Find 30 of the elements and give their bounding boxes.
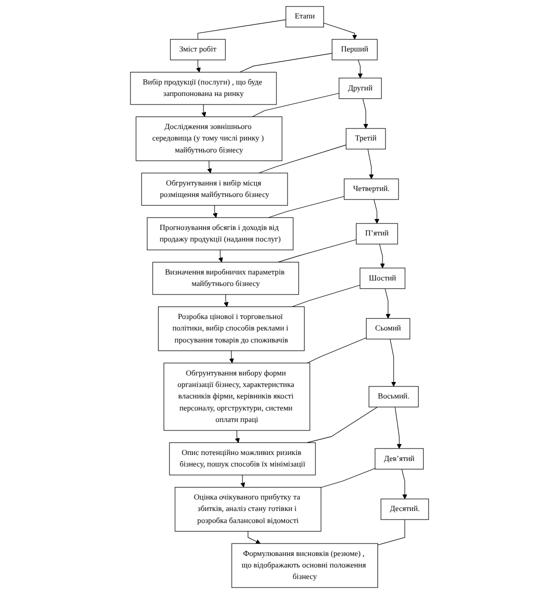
arrow xyxy=(374,199,380,224)
arrow xyxy=(248,531,262,544)
connector xyxy=(321,468,376,488)
arrow xyxy=(208,160,212,174)
connector xyxy=(259,144,347,174)
arrow xyxy=(390,338,397,387)
arrow xyxy=(395,406,402,449)
connector xyxy=(198,19,287,40)
arrow xyxy=(385,288,391,319)
arrow xyxy=(380,244,386,268)
arrow xyxy=(224,294,229,307)
connector xyxy=(252,93,340,118)
arrow xyxy=(213,205,218,218)
connector xyxy=(307,406,378,443)
connector xyxy=(292,284,361,308)
arrow xyxy=(362,98,369,129)
arrow xyxy=(324,22,358,40)
arrow xyxy=(368,148,374,180)
arrow xyxy=(230,350,234,364)
connector xyxy=(278,239,357,262)
arrow xyxy=(196,60,202,72)
arrow xyxy=(358,60,364,78)
arrow xyxy=(202,104,207,117)
arrow xyxy=(240,474,246,488)
arrow xyxy=(402,468,408,500)
connector xyxy=(308,338,367,364)
arrow xyxy=(218,250,224,262)
connector xyxy=(240,53,333,72)
connector xyxy=(268,196,345,218)
arrow xyxy=(235,430,240,443)
